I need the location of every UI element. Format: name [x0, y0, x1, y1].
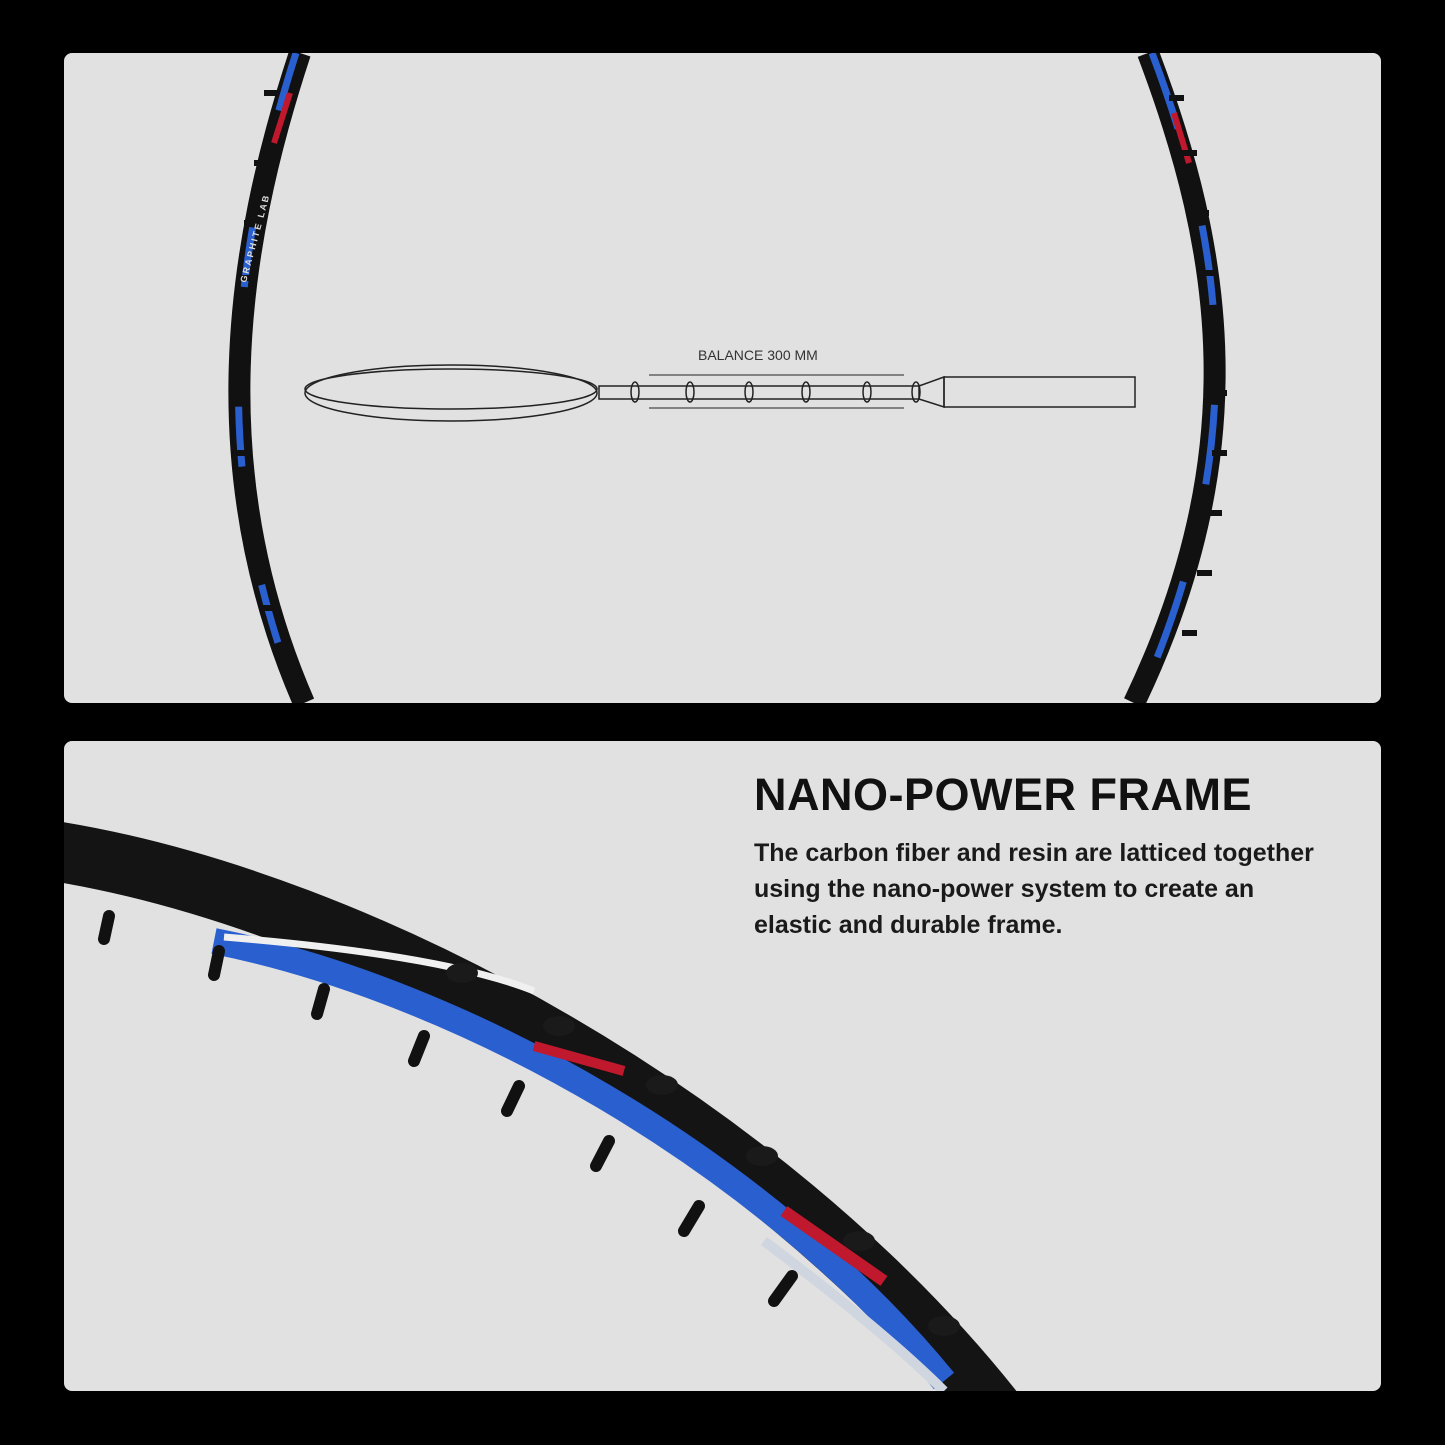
racket-frame-image: GRAPHITE LAB [228, 53, 1227, 703]
feature-heading: NANO-POWER FRAME [754, 769, 1252, 820]
racket-frame-closeup [64, 822, 1017, 1391]
racket-head-panel: GRAPHITE LAB BALANCE 300 MM [64, 53, 1381, 703]
frame-detail-panel: NANO-POWER FRAME The carbon fiber and re… [64, 741, 1381, 1391]
balance-label: BALANCE 300 MM [698, 347, 818, 363]
feature-description: The carbon fiber and resin are latticed … [754, 839, 1314, 939]
balance-diagram [304, 364, 1136, 422]
